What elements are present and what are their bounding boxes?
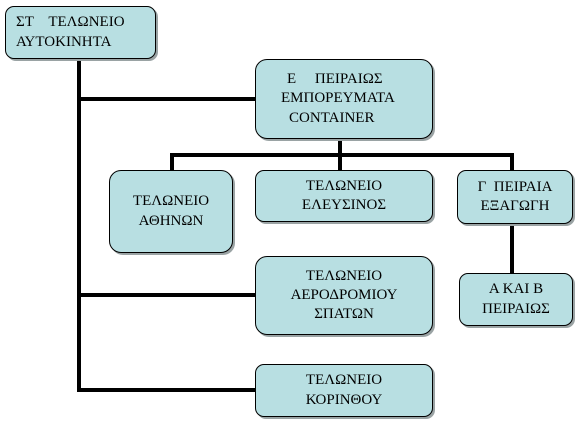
node-g-line-1: Γ ΠΕΙΡΑΙΑ <box>477 178 553 195</box>
node-elefsinos-customs: ΤΕΛΩΝΕΙΟ ΕΛΕΥΣΙΝΟΣ <box>255 170 433 222</box>
node-korinthou-customs: ΤΕΛΩΝΕΙΟ ΚΟΡΙΝΘΟΥ <box>255 364 433 417</box>
node-st-car-customs: ΣΤ ΤΕΛΩΝΕΙΟ ΑΥΤΟΚΙΝΗΤΑ <box>5 6 156 59</box>
node-g-piraeus-export: Γ ΠΕΙΡΑΙΑ ΕΞΑΓΩΓΗ <box>457 170 573 224</box>
node-elefsinos-line-1: ΤΕΛΩΝΕΙΟ <box>305 177 383 194</box>
node-aerodromiou-spaton: ΤΕΛΩΝΕΙΟ ΑΕΡΟΔΡΟΜΙΟΥ ΣΠΑΤΩΝ <box>255 256 433 335</box>
node-e-line-1: Ε ΠΕΙΡΑΙΩΣ <box>287 71 383 88</box>
node-g-line-2: ΕΞΑΓΩΓΗ <box>480 198 550 214</box>
node-korinthou-line-2: ΚΟΡΙΝΘΟΥ <box>305 391 383 408</box>
node-ab-line-2: ΠΕΙΡΑΙΩΣ <box>482 300 550 317</box>
node-st-line-1: ΣΤ ΤΕΛΩΝΕΙΟ <box>16 14 125 31</box>
node-st-line-2: ΑΥΤΟΚΙΝΗΤΑ <box>16 33 112 50</box>
node-athinon-customs: ΤΕΛΩΝΕΙΟ ΑΘΗΝΩΝ <box>109 170 233 253</box>
node-e-line-3: CONTAINER <box>289 109 375 126</box>
node-aerodromiou-line-3: ΣΠΑΤΩΝ <box>314 306 374 323</box>
node-athinon-line-2: ΑΘΗΝΩΝ <box>138 212 204 229</box>
node-ab-line-1: Α ΚΑΙ Β <box>488 281 544 298</box>
node-e-line-2: ΕΜΠΟΡΕΥΜΑΤΑ <box>281 90 395 107</box>
node-aerodromiou-line-2: ΑΕΡΟΔΡΟΜΙΟΥ <box>290 286 398 303</box>
node-ab-piraeus: Α ΚΑΙ Β ΠΕΙΡΑΙΩΣ <box>459 273 573 326</box>
node-athinon-line-1: ΤΕΛΩΝΕΙΟ <box>132 193 210 210</box>
node-korinthou-line-1: ΤΕΛΩΝΕΙΟ <box>305 372 383 389</box>
node-e-piraeus-container: Ε ΠΕΙΡΑΙΩΣ ΕΜΠΟΡΕΥΜΑΤΑ CONTAINER <box>255 59 433 139</box>
node-aerodromiou-line-1: ΤΕΛΩΝΕΙΟ <box>305 267 383 284</box>
node-elefsinos-line-2: ΕΛΕΥΣΙΝΟΣ <box>301 197 387 213</box>
